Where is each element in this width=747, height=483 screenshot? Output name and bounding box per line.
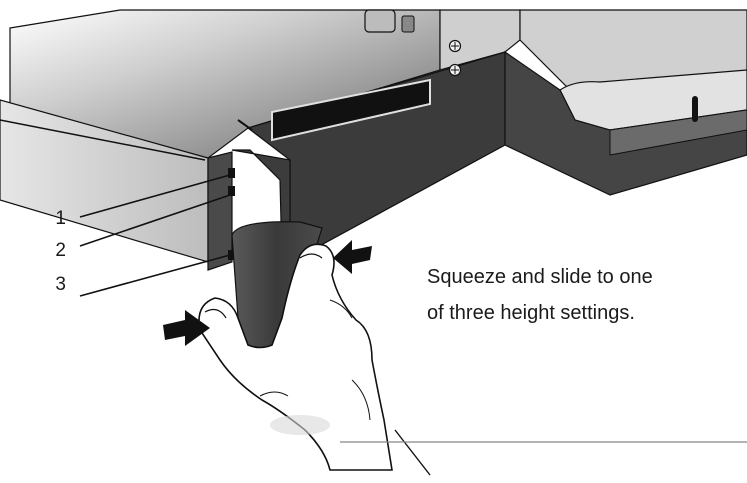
connector-port	[364, 9, 396, 33]
squeeze-arrow-right-icon	[163, 310, 210, 346]
rear-panel	[246, 51, 506, 264]
caption-line-2: of three height settings.	[427, 302, 635, 324]
callout-line-2	[79, 194, 231, 247]
hand-icon	[198, 221, 431, 476]
callout-number-3: 3	[55, 274, 66, 295]
squeeze-arrow-left-icon	[333, 240, 372, 274]
screw-icon	[448, 39, 462, 53]
caption-line-1: Squeeze and slide to one	[427, 266, 653, 288]
callout-number-1: 1	[55, 208, 66, 229]
device-body	[0, 9, 747, 264]
callout-line-3	[79, 254, 231, 297]
height-notch	[228, 186, 235, 196]
slot-opening	[271, 78, 431, 142]
height-notch	[228, 250, 235, 260]
callout-number-2: 2	[55, 240, 66, 261]
height-notch	[228, 168, 235, 178]
right-base	[504, 50, 747, 196]
callout-line-1	[79, 174, 231, 218]
upper-housing	[439, 9, 521, 71]
screw-icon	[448, 63, 462, 77]
